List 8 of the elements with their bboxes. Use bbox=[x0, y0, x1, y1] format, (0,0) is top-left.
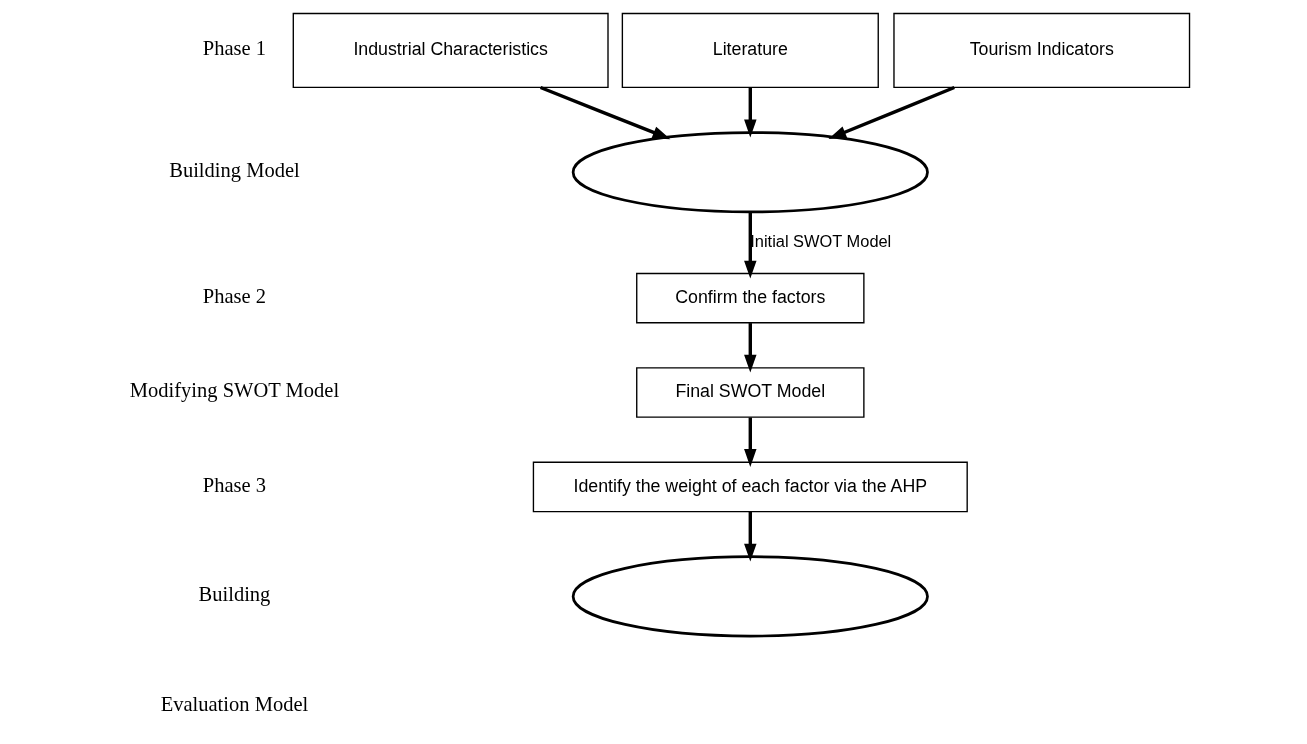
label: Phase 1 bbox=[202, 37, 267, 60]
label: Building bbox=[198, 583, 271, 606]
label: Phase 2 bbox=[202, 284, 267, 307]
label: Modifying SWOT Model bbox=[129, 379, 340, 402]
label: Evaluation Model bbox=[160, 692, 309, 715]
label: Building Model bbox=[169, 159, 300, 182]
label: Phase 3 bbox=[202, 473, 267, 496]
edge-label: Initial SWOT Model bbox=[750, 231, 892, 250]
